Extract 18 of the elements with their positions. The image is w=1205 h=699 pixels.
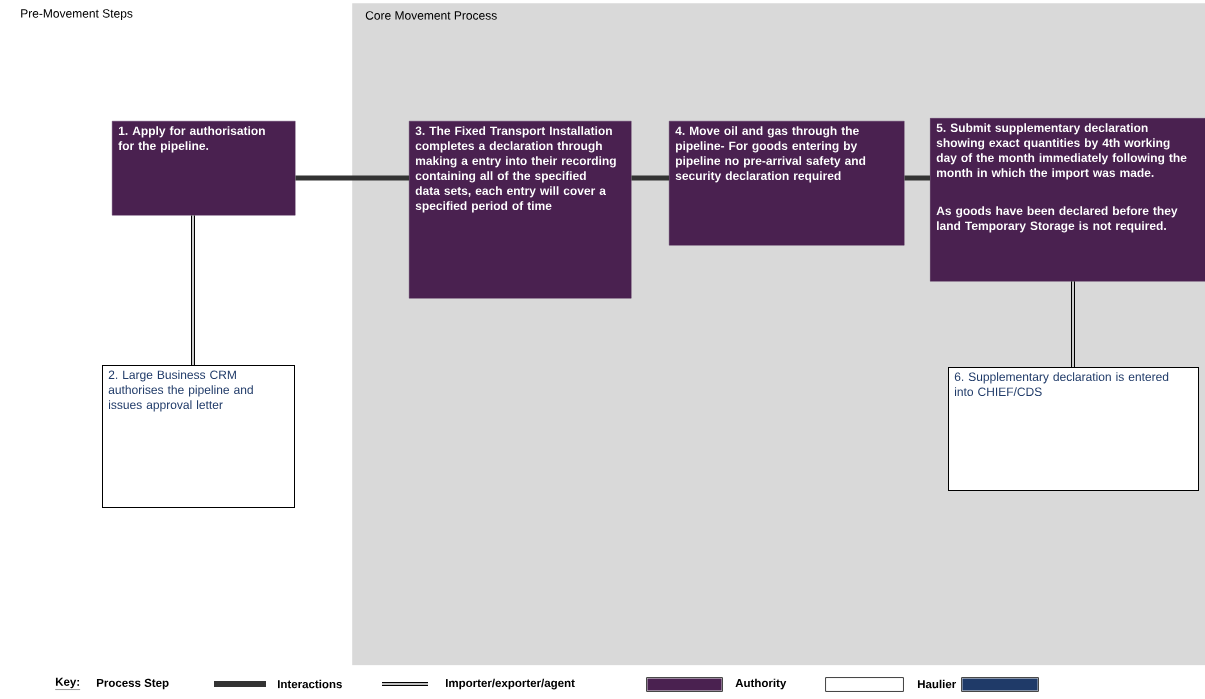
process-line	[904, 175, 930, 181]
authority-box: 3. The Fixed Transport Installation completes a declaration through making a entry into their recording containing all of the specified data sets, each entry will cover a specified period of time	[409, 121, 632, 299]
legend-label: Haulier	[918, 679, 956, 689]
legend-label: Interactions	[277, 679, 342, 689]
process-line	[295, 175, 409, 181]
process-line	[631, 175, 669, 181]
legend-label: Process Step	[96, 678, 169, 690]
interaction-line	[191, 214, 195, 366]
key-heading: Key:	[55, 677, 81, 690]
authority-box: 4. Move oil and gas through the pipeline- For goods entering by pipeline no pre-arrival safety and security declaration required	[669, 121, 905, 246]
legend-label: Importer/exporter/agent	[445, 678, 575, 690]
section-heading: Pre-Movement Steps	[21, 9, 133, 21]
authority-box: 5. Submit supplementary declaration showing exact quantities by 4th working day of the month immediately following the month in which the import was made. As goods have been declared before they land Temporary Storage is not required.	[930, 118, 1205, 282]
authority-box: 1. Apply for authorisation for the pipeline.	[112, 121, 296, 216]
importer-box: 2. Large Business CRM authorises the pipeline and issues approval letter	[102, 365, 295, 508]
interaction-line	[1071, 280, 1075, 368]
importer-box: 6. Supplementary declaration is entered into CHIEF/CDS	[948, 367, 1199, 491]
legend-label: Authority	[735, 678, 787, 690]
